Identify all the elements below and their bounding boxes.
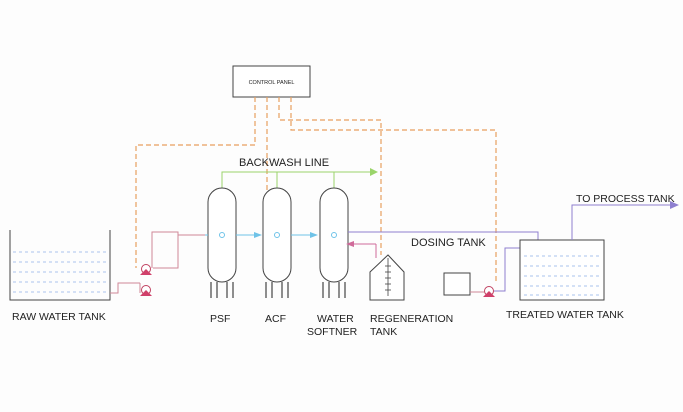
vessel-flow-lines <box>205 232 318 238</box>
backwash-line-label: BACKWASH LINE <box>239 157 329 169</box>
acf-label: ACF <box>265 313 286 325</box>
pump-icon <box>140 285 152 296</box>
regeneration-tank-label-line1: REGENERATION <box>370 313 453 325</box>
raw-water-tank <box>9 230 111 301</box>
treated-water-tank <box>519 239 605 301</box>
to-process-line <box>571 201 679 240</box>
pump-icon <box>483 286 495 297</box>
dosing-tank-label: DOSING TANK <box>411 237 486 249</box>
control-lines <box>135 97 497 284</box>
regeneration-tank <box>369 254 405 301</box>
regeneration-tank-label-line2: TANK <box>370 326 397 338</box>
acf-vessel <box>262 187 292 298</box>
water-softner-label-line1: WATER <box>317 313 354 325</box>
dosing-tank <box>443 272 471 296</box>
raw-water-piping <box>110 231 205 294</box>
treated-water-tank-label: TREATED WATER TANK <box>506 309 624 321</box>
feed-pumps <box>140 264 152 296</box>
psf-label: PSF <box>210 313 230 325</box>
to-process-tank-label: TO PROCESS TANK <box>576 193 675 205</box>
softener-vessel <box>319 187 349 298</box>
vessel-nozzles <box>219 232 337 238</box>
psf-vessel <box>207 187 237 298</box>
control-panel: CONTROL PANEL <box>232 65 311 98</box>
pump-icon <box>140 264 152 275</box>
water-softner-label-line2: SOFTNER <box>307 326 358 338</box>
dosing-pump <box>470 247 520 297</box>
raw-water-tank-label: RAW WATER TANK <box>12 311 106 323</box>
control-panel-label: CONTROL PANEL <box>249 80 295 86</box>
regeneration-line <box>346 241 377 258</box>
backwash-line <box>221 168 378 188</box>
